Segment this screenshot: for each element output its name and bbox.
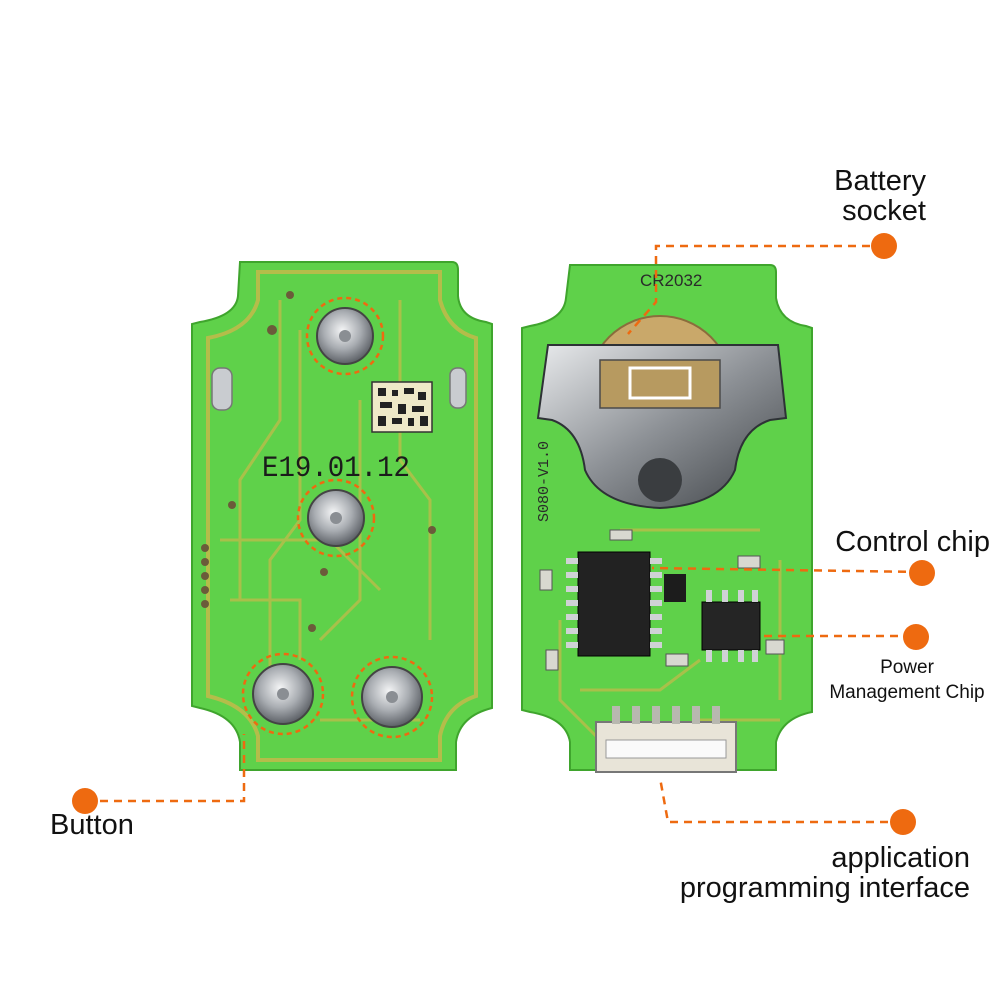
callout-dot-control-chip bbox=[909, 560, 935, 586]
control-chip bbox=[566, 551, 662, 657]
button-top bbox=[305, 296, 385, 376]
callout-power-chip-line2: Management Chip bbox=[829, 681, 985, 703]
date-code: E19.01.12 bbox=[262, 452, 410, 486]
callout-dot-button bbox=[72, 788, 98, 814]
callout-power-chip: Power Management Chip bbox=[816, 656, 998, 705]
callout-control-chip-line1: Control chip bbox=[835, 526, 990, 558]
callout-battery-line2: socket bbox=[842, 195, 926, 228]
callout-button: Button bbox=[50, 809, 150, 841]
front-board: E19.01.12 bbox=[191, 261, 493, 771]
battery-socket bbox=[536, 315, 788, 510]
power-management-chip bbox=[701, 590, 761, 662]
board-version-marking: S080-V1.0 bbox=[536, 441, 553, 522]
callout-power-chip-line1: Power bbox=[880, 657, 934, 678]
leader-lines bbox=[86, 244, 921, 824]
callout-api-line2: programming interface bbox=[679, 872, 970, 905]
callout-button-line1: Button bbox=[50, 809, 134, 841]
callout-dot-api bbox=[890, 809, 916, 835]
callout-dot-battery bbox=[871, 233, 897, 259]
battery-model-marking: CR2032 bbox=[640, 271, 702, 290]
callout-control-chip: Control chip bbox=[780, 526, 990, 558]
callout-api-line1: application bbox=[831, 842, 970, 874]
button-middle bbox=[296, 478, 376, 558]
callout-api: application programming interface bbox=[620, 843, 970, 904]
programming-connector bbox=[595, 706, 737, 773]
callout-battery-line1: Battery bbox=[834, 165, 926, 197]
callout-dot-power-chip bbox=[903, 624, 929, 650]
button-bottom-right bbox=[350, 655, 434, 739]
back-board: CR2032 S080-V1.0 bbox=[521, 264, 813, 773]
button-bottom-left bbox=[241, 652, 325, 736]
callout-battery-socket: Battery socket bbox=[780, 166, 926, 227]
